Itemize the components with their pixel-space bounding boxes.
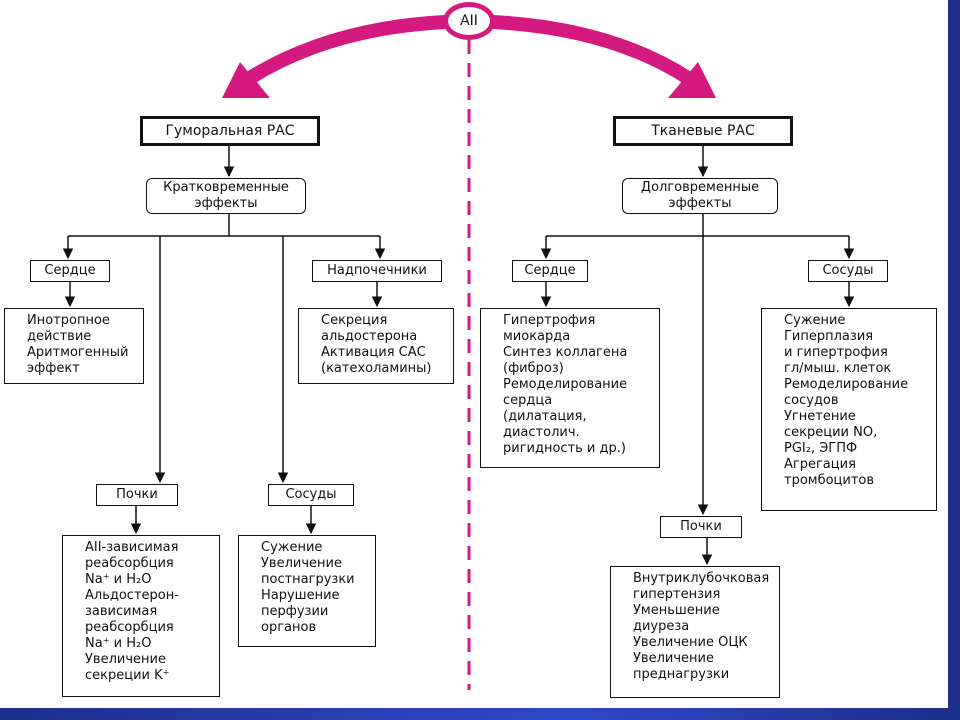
short-term-effects-box: Кратковременные эффекты [146, 178, 306, 214]
slide-edge-right [948, 0, 960, 720]
kidney-effects-right: Внутриклубочковая гипертензия Уменьшение… [610, 566, 780, 698]
tissue-ras-box: Тканевые РАС [613, 116, 793, 146]
angiotensin-ii-node: AII [443, 2, 495, 40]
heart-effects-left: Инотропное действие Аритмогенный эффект [4, 308, 144, 384]
vessels-box-right: Сосуды [808, 260, 888, 282]
heart-box-right: Сердце [512, 260, 588, 282]
curved-arrow-left-head [222, 62, 270, 98]
heart-effects-right: Гипертрофия миокарда Синтез коллагена (ф… [480, 308, 660, 468]
kidney-effects-left: AII-зависимая реабсорбция Na⁺ и H₂O Альд… [62, 535, 220, 697]
long-term-effects-box: Долговременные эффекты [622, 178, 778, 214]
slide-edge-bottom [0, 708, 948, 720]
curved-arrow-right [492, 15, 692, 84]
humoral-ras-box: Гуморальная РАС [140, 116, 320, 146]
vessels-effects-left: Сужение Увеличение постнагрузки Нарушени… [238, 535, 376, 647]
curved-arrow-right-head [668, 62, 716, 98]
curved-arrow-left [246, 15, 446, 84]
adrenal-box: Надпочечники [312, 260, 442, 282]
kidney-box-right: Почки [660, 516, 742, 538]
kidney-box-left: Почки [96, 484, 178, 506]
vessels-effects-right: Сужение Гиперплазия и гипертрофия гл/мыш… [761, 308, 937, 511]
heart-box-left: Сердце [30, 260, 110, 282]
adrenal-effects: Секреция альдостерона Активация САС (кат… [298, 308, 454, 384]
vessels-box-left: Сосуды [268, 484, 354, 506]
